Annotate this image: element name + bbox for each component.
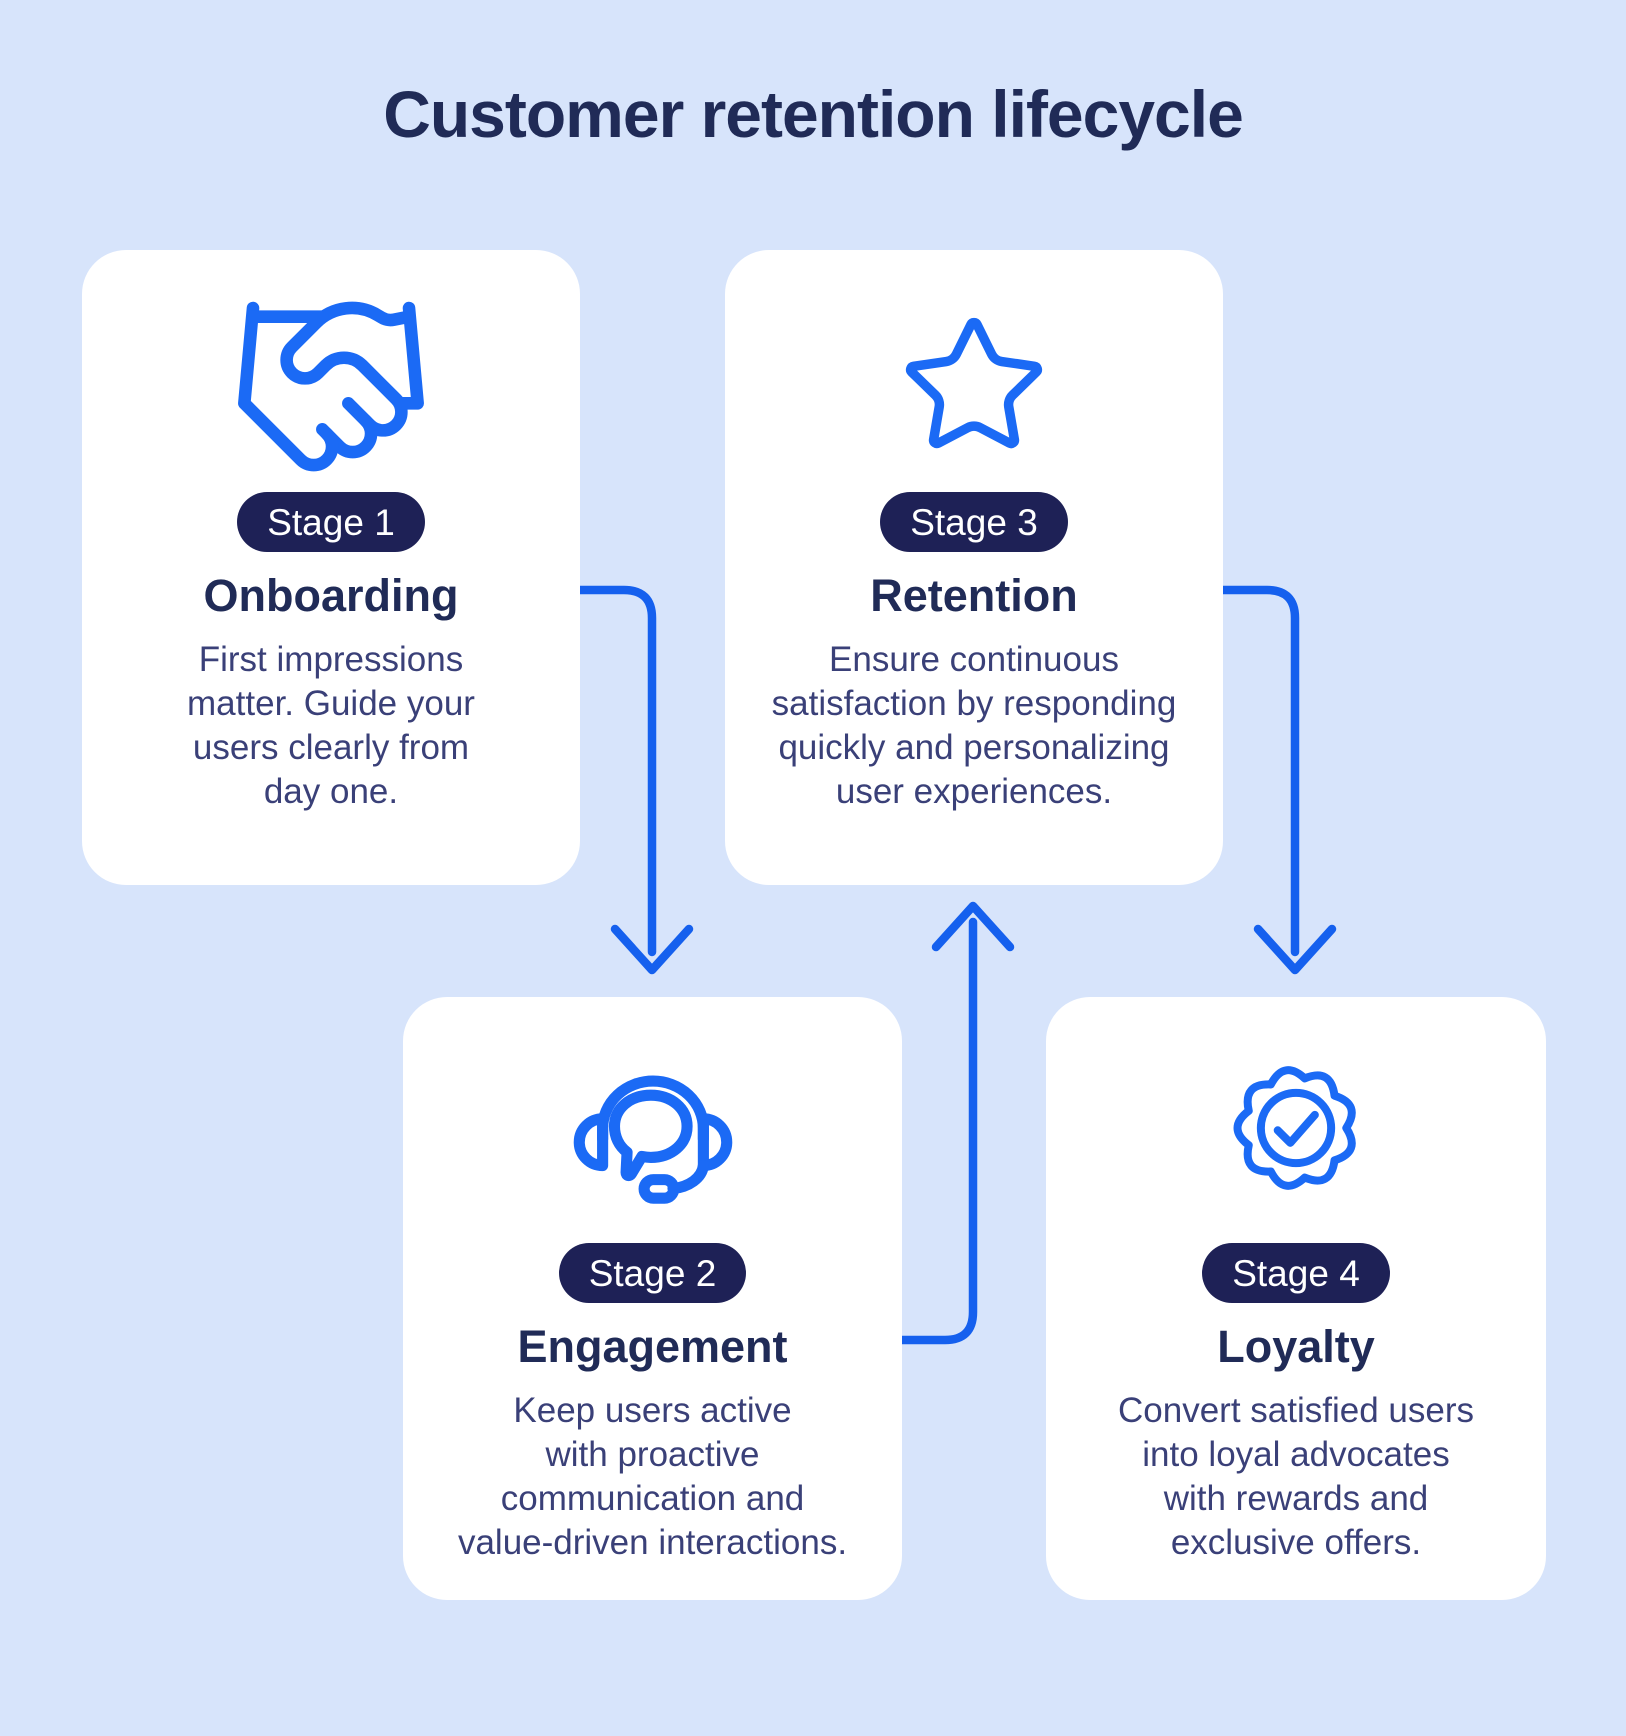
stage-name: Onboarding	[203, 570, 459, 621]
badge-check-icon	[1216, 1039, 1376, 1217]
stage-name: Retention	[870, 570, 1078, 621]
stage-badge: Stage 3	[880, 492, 1068, 552]
stage-badge: Stage 4	[1202, 1243, 1390, 1303]
headset-chat-icon	[564, 1039, 742, 1217]
stage-name: Loyalty	[1217, 1321, 1375, 1372]
page-title: Customer retention lifecycle	[383, 77, 1244, 151]
arrow-stage1-to-stage2	[575, 585, 694, 975]
stage-badge: Stage 1	[237, 492, 425, 552]
handshake-icon	[227, 290, 435, 482]
arrow-stage3-to-stage4	[1218, 585, 1337, 975]
stage-badge: Stage 2	[558, 1243, 747, 1303]
star-icon	[898, 290, 1050, 482]
arrow-stage2-to-stage3	[897, 901, 1015, 1345]
stage-name: Engagement	[517, 1321, 788, 1372]
